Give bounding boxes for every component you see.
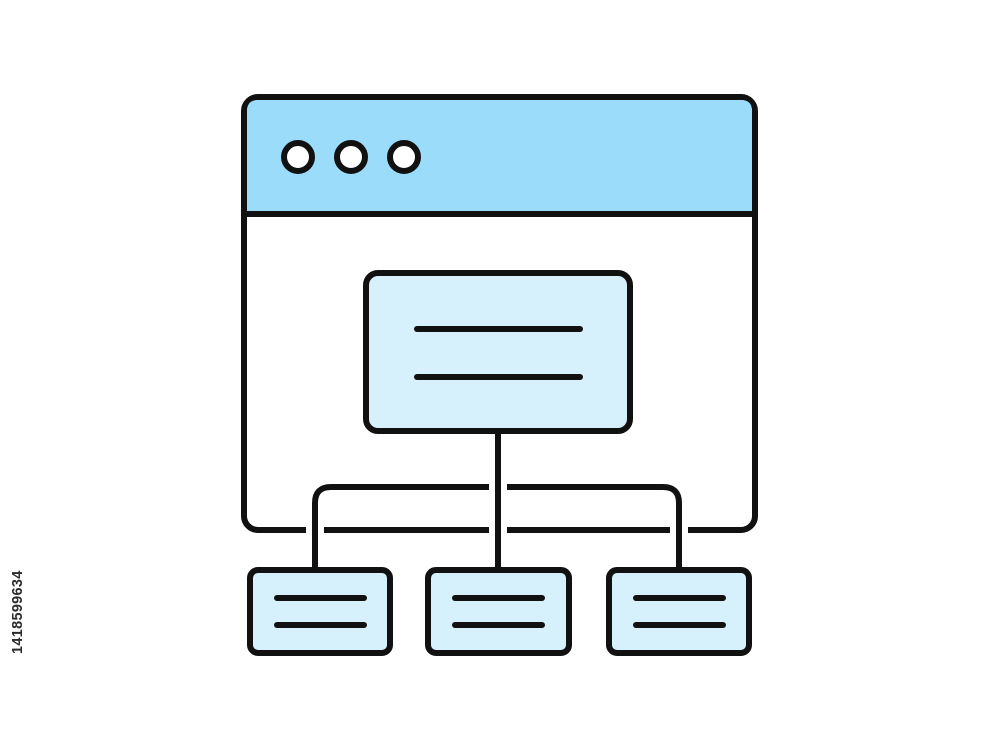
parent-node-card — [363, 270, 633, 434]
child-node-card-2 — [425, 567, 572, 656]
child-node-card-3 — [606, 567, 752, 656]
browser-header-bar — [247, 100, 752, 212]
parent-node-box — [363, 270, 633, 434]
window-dot-icon-1 — [281, 140, 315, 174]
stock-id-label: 1418599634 — [10, 570, 26, 655]
window-dot-icon-3 — [387, 140, 421, 174]
child-node-card-1 — [247, 567, 393, 656]
window-dot-icon-2 — [334, 140, 368, 174]
tree-connectors — [306, 430, 688, 570]
